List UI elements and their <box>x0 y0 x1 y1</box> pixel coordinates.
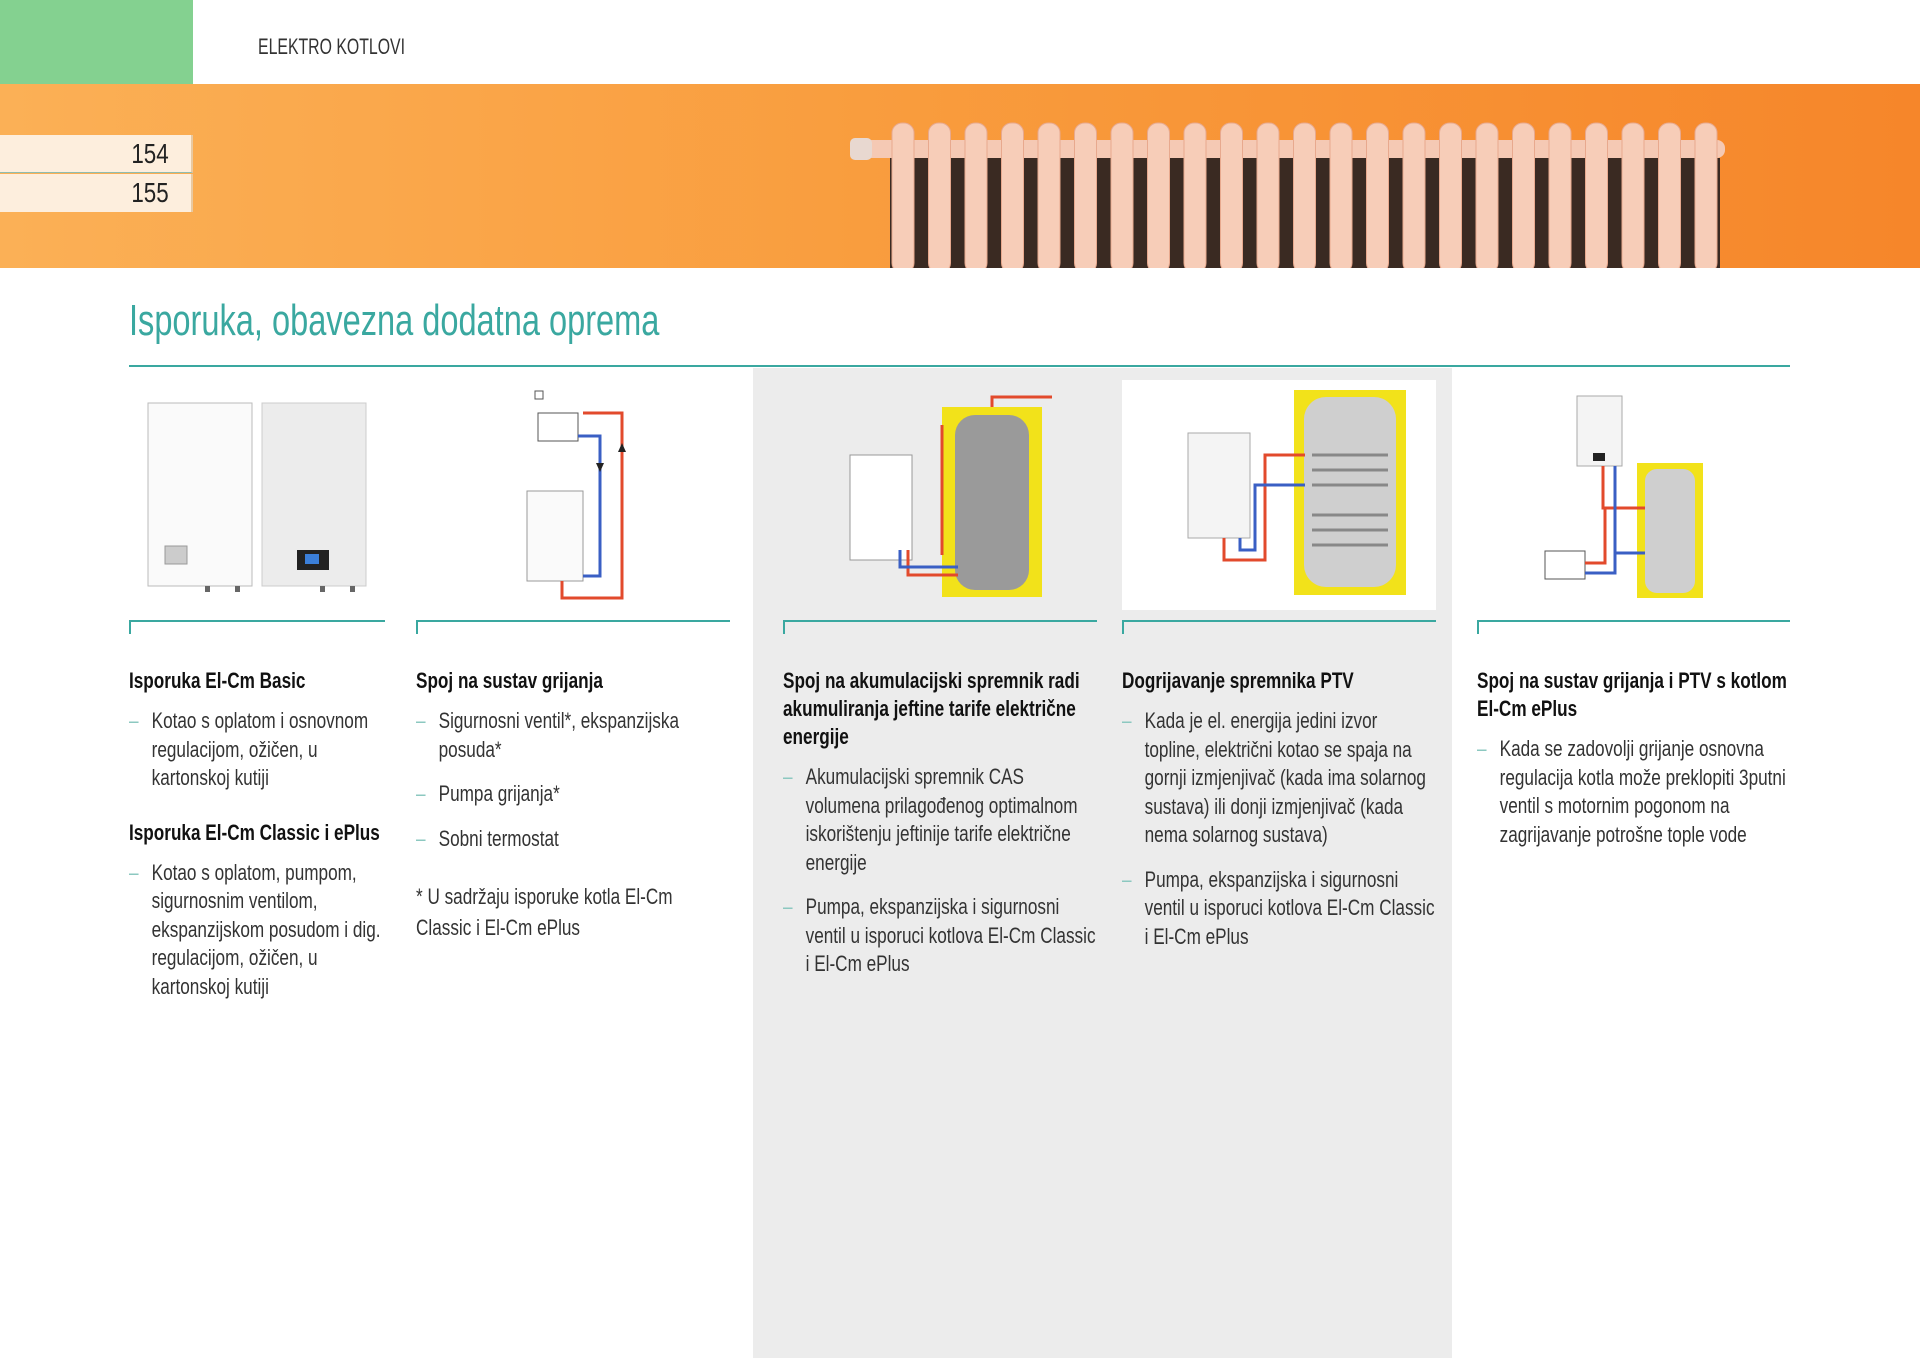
heating-system-diagram <box>526 390 626 600</box>
radiator-fin <box>1074 122 1097 268</box>
radiator-fin <box>1439 122 1462 268</box>
column-heading: Spoj na sustav grijanja i PTV s kotlom E… <box>1477 668 1787 721</box>
content-column: Spoj na sustav grijanja i PTV s kotlom E… <box>1477 620 1790 865</box>
accumulation-tank-diagram <box>849 395 1052 597</box>
dash-bullet-icon: – <box>783 894 793 919</box>
section-label: ELEKTRO KOTLOVI <box>258 34 406 59</box>
radiator-fin <box>1366 122 1389 268</box>
column-heading: Isporuka El-Cm Classic i ePlus <box>129 819 380 845</box>
dash-bullet-icon: – <box>783 764 793 789</box>
bullet-item: –Pumpa, ekspanzijska i sigurnosni ventil… <box>1122 866 1436 952</box>
column-heading: Spoj na sustav grijanja <box>416 668 603 693</box>
dhw-tank-diagram <box>1187 390 1406 595</box>
bullet-text: Pumpa, ekspanzijska i sigurnosni ventil … <box>805 894 1096 976</box>
radiator-fin <box>1329 122 1353 268</box>
radiator-top-pipe <box>855 140 1725 158</box>
column-rule <box>783 620 1097 634</box>
content-column: Isporuka El-Cm Basic–Kotao s oplatom i o… <box>129 620 385 1017</box>
radiator-fin <box>1293 122 1316 268</box>
column-heading: Spoj na akumulacijski spremnik radi akum… <box>783 668 1080 749</box>
page-title: Isporuka, obavezna dodatna oprema <box>129 296 660 345</box>
bullet-text: Kada je el. energija jedini izvor toplin… <box>1144 708 1426 847</box>
dash-bullet-icon: – <box>1477 736 1487 761</box>
bullet-item: –Kada se zadovolji grijanje osnovna regu… <box>1477 735 1790 849</box>
bullet-text: Pumpa, ekspanzijska i sigurnosni ventil … <box>1144 866 1435 949</box>
boiler-units-figure <box>147 402 367 592</box>
radiator-fin <box>1585 122 1608 268</box>
bullet-text: Kada se zadovolji grijanje osnovna regul… <box>1499 736 1786 847</box>
radiator-fin <box>1694 122 1718 268</box>
radiator-fin <box>1512 122 1535 268</box>
page-number-text: 154 <box>131 138 169 169</box>
radiator-fin <box>1183 122 1207 268</box>
dash-bullet-icon: – <box>416 825 426 851</box>
bullet-item: –Sigurnosni ventil*, ekspanzijska posuda… <box>416 707 730 764</box>
column-rule <box>416 620 730 634</box>
bullet-item: –Pumpa grijanja* <box>416 780 730 809</box>
radiator-fin <box>1220 122 1243 268</box>
radiator-fin <box>1147 122 1170 268</box>
radiator-fin <box>1110 122 1134 268</box>
column-heading: Dogrijavanje spremnika PTV <box>1122 668 1354 693</box>
radiator-fin <box>1402 122 1426 268</box>
dash-bullet-icon: – <box>416 781 426 806</box>
radiator-fin <box>1001 122 1024 268</box>
bullet-text: Kotao s oplatom, pumpom, sigurnosnim ven… <box>151 859 381 999</box>
radiator-fin <box>1621 122 1645 268</box>
radiator-image <box>850 122 1725 268</box>
bullet-item: –Kotao s oplatom, pumpom, sigurnosnim ve… <box>129 859 385 1002</box>
column-rule <box>1122 620 1436 634</box>
bullet-item: –Kada je el. energija jedini izvor topli… <box>1122 707 1436 850</box>
radiator-fin <box>1037 122 1061 268</box>
content-column: Spoj na sustav grijanja–Sigurnosni venti… <box>416 620 730 943</box>
section-color-tab <box>0 0 193 84</box>
dash-bullet-icon: – <box>416 708 426 733</box>
radiator-fin <box>1475 122 1499 268</box>
bullet-item: –Kotao s oplatom i osnovnom regulacijom,… <box>129 707 385 793</box>
bullet-text: Sigurnosni ventil*, ekspanzijska posuda* <box>438 708 679 762</box>
footnote: * U sadržaju isporuke kotla El-Cm Classi… <box>416 884 673 940</box>
page-number-right: 155 <box>0 174 193 212</box>
heating-dhw-diagram <box>1544 395 1703 598</box>
radiator-fin <box>1658 122 1681 268</box>
dash-bullet-icon: – <box>129 708 139 733</box>
bullet-text: Akumulacijski spremnik CAS volumena pril… <box>805 764 1078 875</box>
page-number-left: 154 <box>0 135 193 173</box>
radiator-fin <box>1548 122 1572 268</box>
bullet-item: –Pumpa, ekspanzijska i sigurnosni ventil… <box>783 893 1097 979</box>
content-column: Dogrijavanje spremnika PTV –Kada je el. e… <box>1122 620 1436 967</box>
bullet-text: Pumpa grijanja* <box>438 781 560 806</box>
bullet-item: –Sobni termostat <box>416 825 730 854</box>
dash-bullet-icon: – <box>1122 708 1132 733</box>
bullet-text: Kotao s oplatom i osnovnom regulacijom, … <box>151 708 369 790</box>
radiator-fin <box>1256 122 1280 268</box>
dash-bullet-icon: – <box>129 859 139 885</box>
radiator-fin <box>891 122 915 268</box>
content-column: Spoj na akumulacijski spremnik radi akum… <box>783 620 1097 995</box>
radiator-fin <box>928 122 951 268</box>
title-divider <box>129 365 1790 367</box>
bullet-item: –Akumulacijski spremnik CAS volumena pri… <box>783 763 1097 877</box>
dash-bullet-icon: – <box>1122 866 1132 892</box>
column-rule <box>1477 620 1790 634</box>
bullet-text: Sobni termostat <box>438 825 559 851</box>
column-heading: Isporuka El-Cm Basic <box>129 668 306 693</box>
column-rule <box>129 620 385 634</box>
page-number-text: 155 <box>131 177 169 208</box>
radiator-fin <box>964 122 988 268</box>
